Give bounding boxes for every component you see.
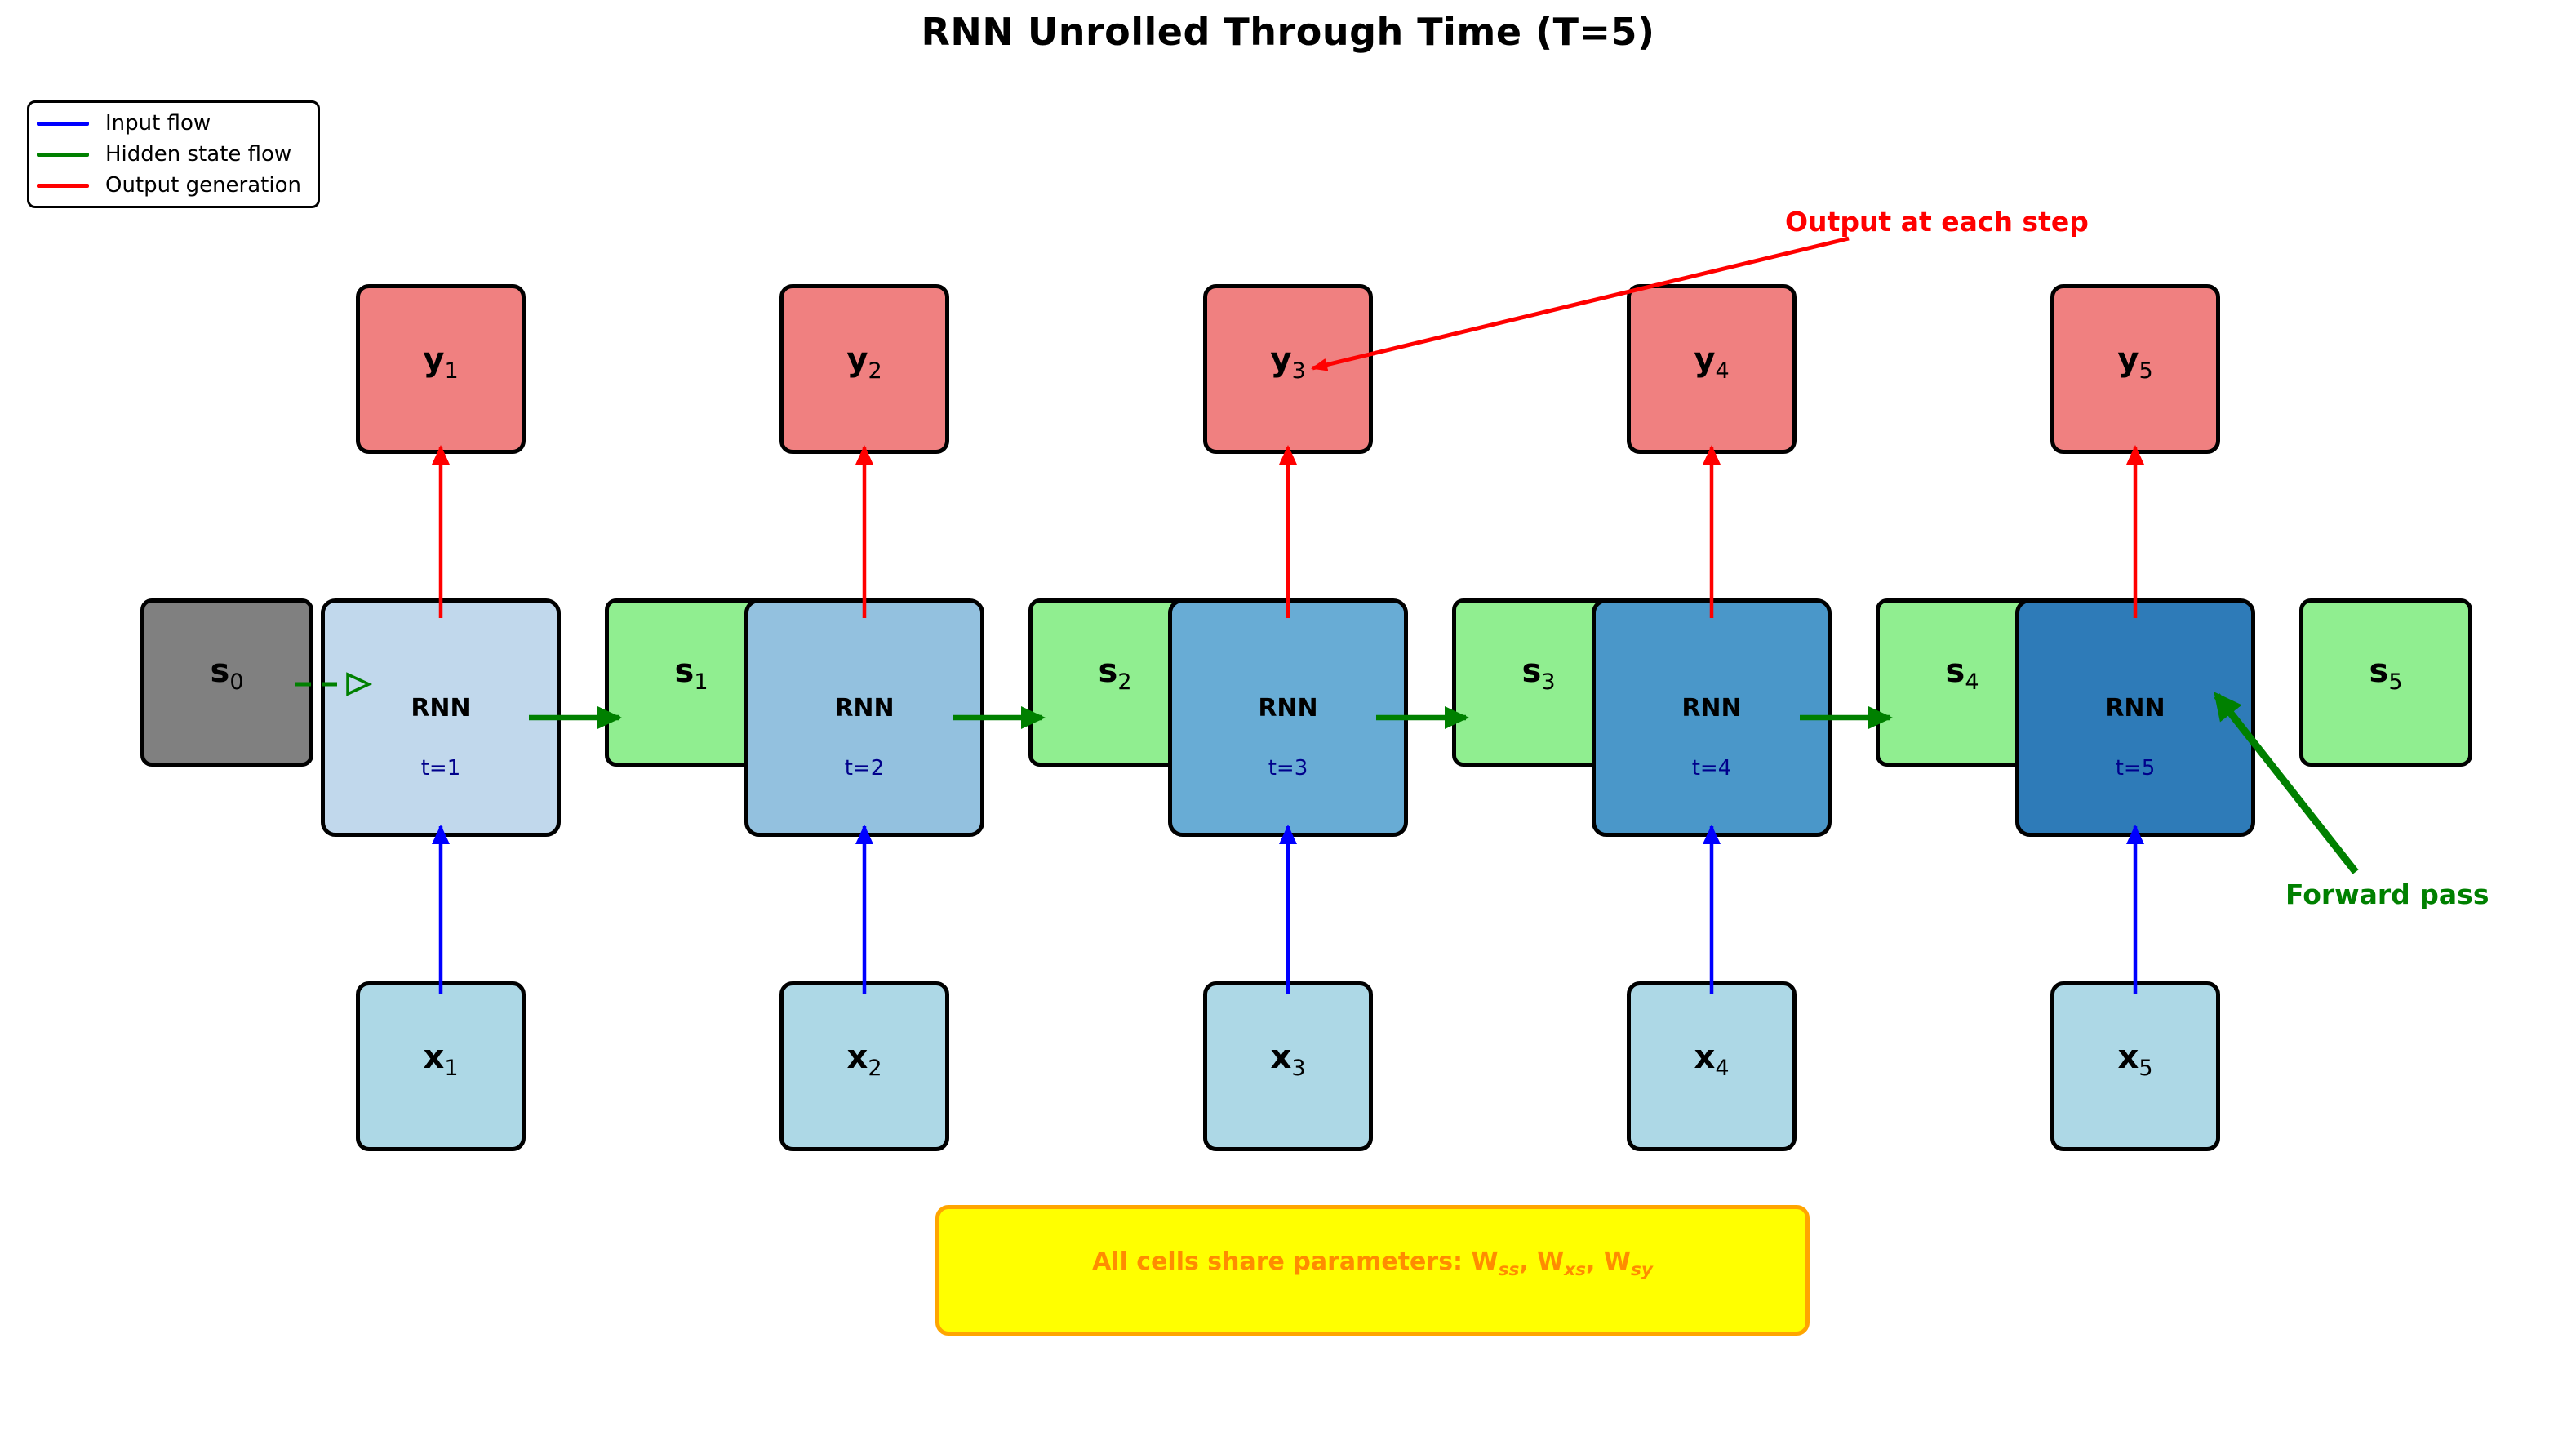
output-box-y1: y1 [356,284,526,454]
input-box-x1: x1 [356,981,526,1151]
rnn-cell-t3: RNN t=3 [1168,598,1408,837]
hidden-state-flow-line-swatch [37,152,89,157]
input-box-x3: x3 [1203,981,1373,1151]
state-label: s3 [1521,652,1556,695]
output-generation-line-swatch [37,183,89,188]
shared-parameters-note: All cells share parameters: Wss, Wxs, Ws… [935,1205,1810,1336]
rnn-cell-t1: RNN t=1 [321,598,561,837]
state-label: s5 [2369,652,2403,695]
output-box-y3: y3 [1203,284,1373,454]
input-box-x4: x4 [1627,981,1797,1151]
input-flow-line-swatch [37,121,89,126]
output-label: y1 [423,341,459,384]
output-label: y2 [846,341,882,384]
input-label: x2 [846,1038,882,1081]
rnn-cell-t4: RNN t=4 [1592,598,1832,837]
timestep-label: t=3 [1268,756,1308,780]
legend-item-output-generation: Output generation [29,170,318,201]
output-box-y4: y4 [1627,284,1797,454]
input-box-x5: x5 [2050,981,2220,1151]
legend-label: Hidden state flow [105,142,292,167]
state-label: s1 [674,652,708,695]
annotation-forward-pass: Forward pass [2285,878,2489,910]
state-label: s4 [1945,652,1979,695]
legend: Input flow Hidden state flow Output gene… [27,100,320,208]
rnn-cell-t5: RNN t=5 [2015,598,2255,837]
timestep-label: t=1 [420,756,461,780]
legend-item-hidden-state-flow: Hidden state flow [29,139,318,170]
diagram-title: RNN Unrolled Through Time (T=5) [921,10,1655,54]
state-box-s5: s5 [2299,598,2472,767]
output-box-y5: y5 [2050,284,2220,454]
output-label: y4 [1694,341,1730,384]
shared-parameters-text: All cells share parameters: Wss, Wxs, Ws… [1092,1247,1653,1280]
input-box-x2: x2 [779,981,949,1151]
input-label: x3 [1270,1038,1306,1081]
timestep-label: t=5 [2115,756,2156,780]
output-label: y5 [2117,341,2153,384]
state-label: s0 [210,652,244,695]
rnn-cell-label: RNN [1681,694,1742,723]
state-box-s0: s0 [140,598,313,767]
annotation-output-at-each-step: Output at each step [1785,206,2089,238]
output-box-y2: y2 [779,284,949,454]
rnn-cell-label: RNN [1258,694,1318,723]
rnn-cell-label: RNN [2105,694,2165,723]
timestep-label: t=2 [844,756,885,780]
legend-item-input-flow: Input flow [29,108,318,139]
input-label: x4 [1694,1038,1730,1081]
output-label: y3 [1270,341,1306,384]
state-label: s2 [1098,652,1132,695]
rnn-cell-t2: RNN t=2 [744,598,984,837]
rnn-cell-label: RNN [834,694,895,723]
input-label: x5 [2117,1038,2153,1081]
legend-label: Input flow [105,111,211,136]
legend-label: Output generation [105,173,301,198]
rnn-cell-label: RNN [411,694,471,723]
input-label: x1 [423,1038,459,1081]
timestep-label: t=4 [1691,756,1732,780]
